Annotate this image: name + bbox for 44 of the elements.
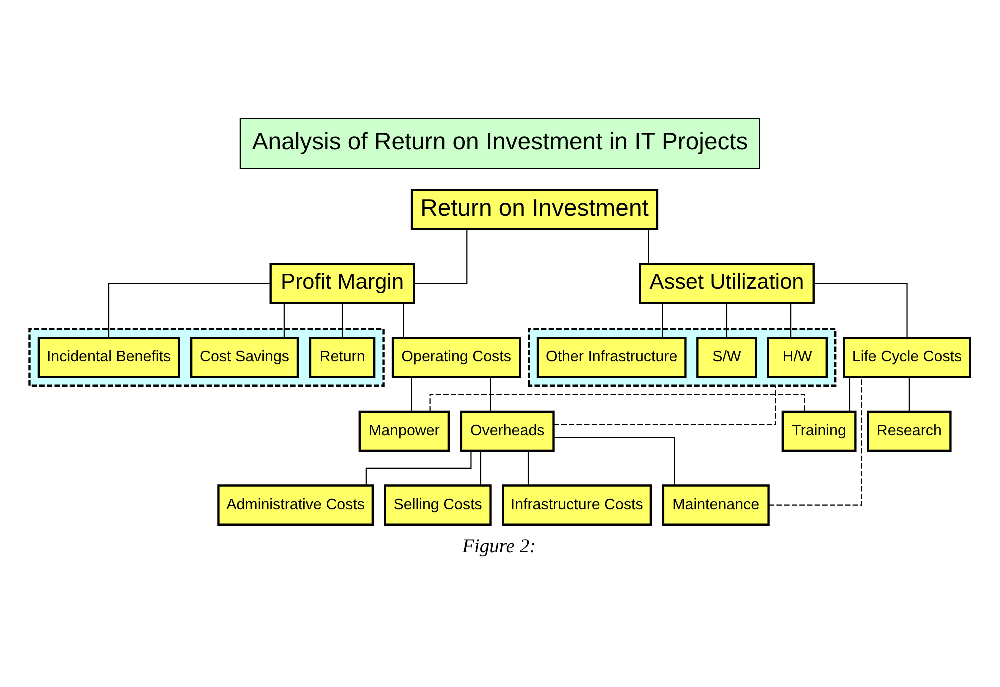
connector [554,437,676,486]
connector [790,304,792,338]
node-box: Maintenance [662,484,770,526]
node-box: Return [309,336,376,378]
connector [108,283,271,338]
connector [414,230,468,284]
node-box: Selling Costs [384,484,492,526]
connector [662,304,664,338]
connector [648,230,650,264]
connector [430,394,806,412]
connector [366,451,472,486]
connector [908,377,910,412]
node-box: Life Cycle Costs [843,336,972,378]
node-box: Asset Utilization [639,263,815,304]
connector [814,283,908,338]
connector [554,386,776,426]
connector [342,304,344,338]
connector [411,377,412,412]
node-box: Return on Investment [410,189,659,231]
node-box: H/W [767,336,828,378]
cluster [528,328,837,387]
node-box: Incidental Benefits [38,336,180,378]
node-box: Infrastructure Costs [502,484,652,526]
node-box: Overheads [460,410,555,452]
diagram-title: Analysis of Return on Investment in IT Projects [252,128,748,156]
connector [726,304,728,338]
node-box: Cost Savings [190,336,300,378]
node-box: Other Infrastructure [536,336,687,378]
node-box: Administrative Costs [218,484,374,526]
connector [769,377,862,506]
connector [490,377,492,412]
node-box: Research [867,410,952,452]
connector [284,304,285,338]
node-box: Operating Costs [392,336,522,378]
connector [403,304,404,338]
connector [480,451,482,486]
cluster [28,328,385,387]
node-box: Profit Margin [270,263,416,304]
connector [849,377,851,412]
node-box: S/W [696,336,758,378]
connector [528,451,530,486]
node-box: Manpower [358,410,450,452]
caption: Figure 2: [462,536,536,558]
node-box: Training [782,410,857,452]
